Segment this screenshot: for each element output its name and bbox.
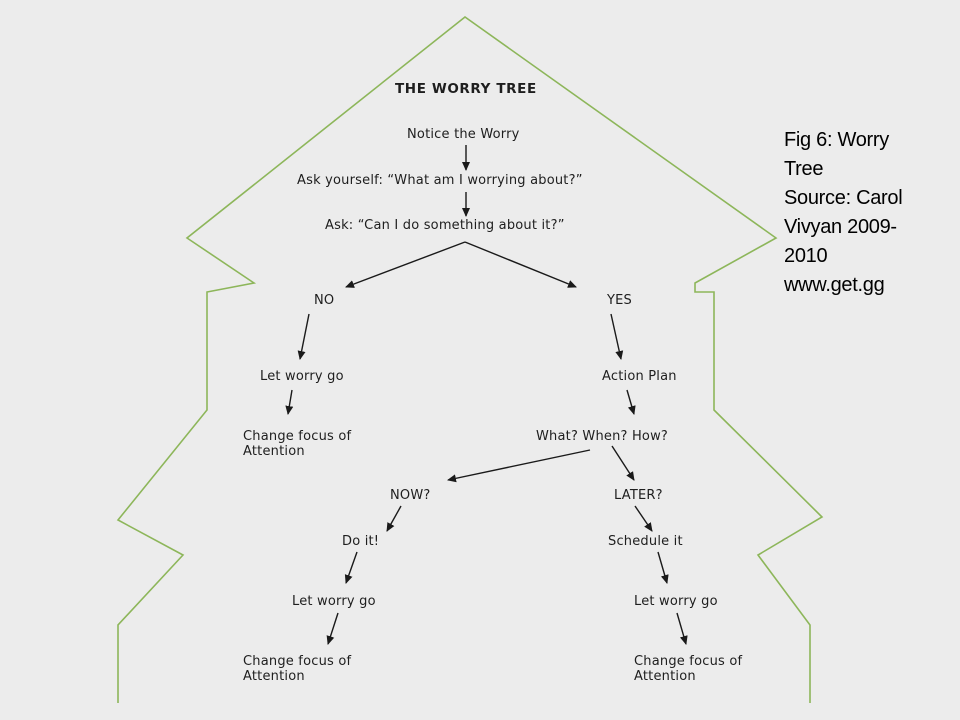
- arrow-what-to-later: [611, 445, 635, 481]
- change-focus-line-1: Change focus of: [634, 654, 743, 669]
- node-change-focus-bottom-right: Change focus of Attention: [634, 654, 742, 684]
- arrow-schedule-to-let-go: [657, 551, 669, 584]
- arrow-later-to-schedule: [634, 505, 653, 532]
- node-let-worry-go-bottom-left: Let worry go: [292, 594, 376, 609]
- node-let-worry-go-bottom-right: Let worry go: [634, 594, 718, 609]
- change-focus-line-1: Change focus of: [243, 654, 352, 669]
- arrow-action-plan-to-what: [626, 389, 636, 415]
- caption-line: Source: Carol: [784, 187, 903, 209]
- arrow-ask-to-no: [345, 241, 466, 288]
- node-ask-yourself: Ask yourself: “What am I worrying about?…: [297, 173, 583, 188]
- node-what-when-how: What? When? How?: [536, 429, 669, 444]
- node-now: NOW?: [390, 488, 431, 503]
- caption-line: Fig 6: Worry: [784, 129, 889, 151]
- caption-line: Vivyan 2009-: [784, 216, 897, 238]
- arrow-let-go-to-change-focus: [285, 389, 294, 415]
- figure-caption: Fig 6: Worry Tree Source: Carol Vivyan 2…: [784, 126, 954, 300]
- node-do-it: Do it!: [342, 534, 380, 549]
- arrow-let-go-3-to-change-focus: [676, 612, 688, 645]
- tree-outline: [116, 15, 824, 703]
- caption-link: www.get.gg: [784, 274, 885, 296]
- caption-line: 2010: [784, 245, 828, 267]
- arrow-no-to-let-go: [297, 313, 310, 360]
- arrow-let-go-2-to-change-focus: [326, 612, 339, 645]
- arrow-ask-to-yes: [464, 241, 577, 288]
- change-focus-line-2: Attention: [634, 669, 696, 684]
- arrow-do-it-to-let-go: [344, 551, 358, 584]
- arrow-what-to-now: [447, 449, 591, 483]
- node-let-worry-go-left: Let worry go: [260, 369, 344, 384]
- change-focus-line-1: Change focus of: [243, 429, 352, 444]
- node-no: NO: [314, 293, 335, 308]
- node-change-focus-bottom-left: Change focus of Attention: [243, 654, 351, 684]
- node-later: LATER?: [614, 488, 663, 503]
- arrow-now-to-do-it: [386, 505, 402, 532]
- diagram-title: THE WORRY TREE: [395, 81, 537, 97]
- node-schedule-it: Schedule it: [608, 534, 683, 549]
- change-focus-line-2: Attention: [243, 669, 305, 684]
- node-ask-can-i-do: Ask: “Can I do something about it?”: [325, 218, 565, 233]
- arrow-yes-to-action-plan: [610, 313, 624, 360]
- node-change-focus-top-left: Change focus of Attention: [243, 429, 351, 459]
- node-notice-worry: Notice the Worry: [407, 127, 520, 142]
- caption-line: Tree: [784, 158, 824, 180]
- node-action-plan: Action Plan: [602, 369, 677, 384]
- node-yes: YES: [607, 293, 633, 308]
- change-focus-line-2: Attention: [243, 444, 305, 459]
